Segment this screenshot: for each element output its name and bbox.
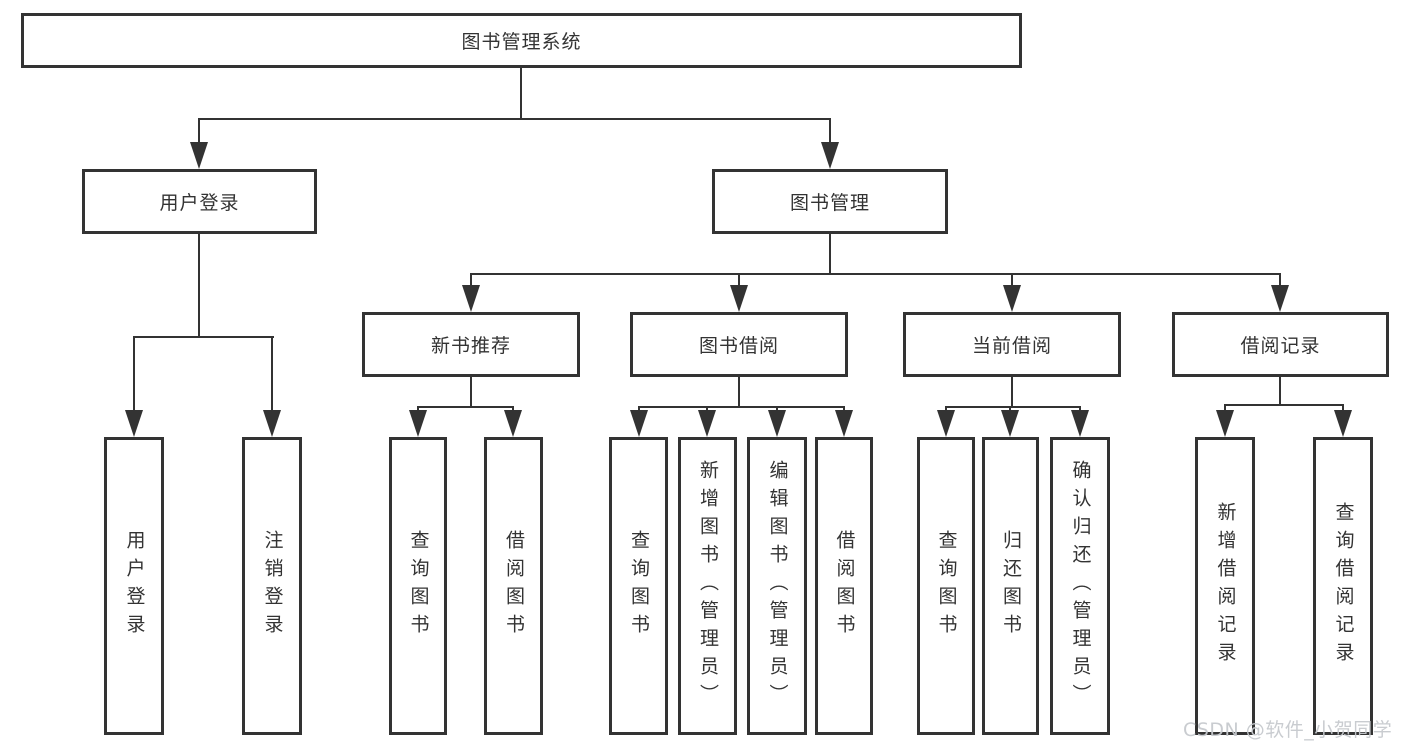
node-label: 查询图书 (935, 530, 958, 642)
node-book-management: 图书管理 (712, 169, 948, 234)
node-label: 归还图书 (999, 530, 1022, 642)
arrow-down-icon (630, 410, 648, 437)
node-label: 借阅图书 (833, 530, 856, 642)
node-current-borrowing: 当前借阅 (903, 312, 1121, 377)
connector-root-bus (198, 118, 831, 120)
connector-stem-borrow-records (1279, 273, 1281, 287)
node-new-book-recommendation: 新书推荐 (362, 312, 580, 377)
node-label: 查询图书 (627, 530, 650, 642)
node-label: 图书借阅 (698, 335, 779, 357)
node-book-borrowing: 图书借阅 (630, 312, 848, 377)
arrow-down-icon (1003, 285, 1021, 312)
node-label: 查询图书 (407, 530, 430, 642)
connector-borrow-records-bus (1224, 404, 1343, 406)
connector-stem-book-borrow (738, 273, 740, 287)
node-label: 新增图书（管理员） (696, 460, 719, 712)
leaf-query-borrow-record: 查询借阅记录 (1313, 437, 1373, 735)
arrow-down-icon (263, 410, 281, 437)
leaf-query-books-borrow: 查询图书 (609, 437, 668, 735)
node-library-management-system: 图书管理系统 (21, 13, 1022, 68)
arrow-down-icon (937, 410, 955, 437)
connector-stem-book-management (829, 118, 831, 146)
connector-level3-bus (470, 273, 1281, 275)
csdn-watermark: CSDN @软件_小贺同学 (1183, 719, 1393, 741)
connector-current-borrow-drop (1011, 376, 1013, 407)
leaf-edit-books-admin: 编辑图书（管理员） (747, 437, 807, 735)
node-label: 新增借阅记录 (1214, 502, 1237, 670)
arrow-down-icon (821, 142, 839, 169)
node-label: 用户登录 (159, 192, 240, 214)
arrow-down-icon (1334, 410, 1352, 437)
connector-user-login-bus (133, 336, 274, 338)
leaf-return-books: 归还图书 (982, 437, 1039, 735)
node-label: 图书管理 (789, 192, 870, 214)
connector-current-borrow-bus (945, 406, 1081, 408)
arrow-down-icon (409, 410, 427, 437)
node-user-login: 用户登录 (82, 169, 317, 234)
node-label: 用户登录 (123, 530, 146, 642)
connector-stem-current-borrow (1011, 273, 1013, 287)
arrow-down-icon (125, 410, 143, 437)
arrow-down-icon (462, 285, 480, 312)
leaf-borrow-books-recommend: 借阅图书 (484, 437, 543, 735)
arrow-down-icon (504, 410, 522, 437)
leaf-query-books-recommend: 查询图书 (389, 437, 447, 735)
connector-borrow-records-drop (1279, 376, 1281, 405)
connector-stem-user-login (198, 118, 200, 146)
leaf-query-books-current: 查询图书 (917, 437, 975, 735)
connector-stem-leaf (271, 336, 273, 412)
leaf-add-books-admin: 新增图书（管理员） (678, 437, 737, 735)
arrow-down-icon (730, 285, 748, 312)
node-label: 确认归还（管理员） (1069, 460, 1092, 712)
node-label: 查询借阅记录 (1332, 502, 1355, 670)
connector-book-borrow-bus (638, 406, 845, 408)
arrow-down-icon (1216, 410, 1234, 437)
arrow-down-icon (768, 410, 786, 437)
connector-root-drop (520, 67, 522, 119)
node-label: 借阅图书 (502, 530, 525, 642)
connector-stem-leaf (1342, 404, 1344, 414)
node-borrowing-records: 借阅记录 (1172, 312, 1389, 377)
arrow-down-icon (835, 410, 853, 437)
leaf-borrow-books: 借阅图书 (815, 437, 873, 735)
arrow-down-icon (1071, 410, 1089, 437)
leaf-add-borrow-record: 新增借阅记录 (1195, 437, 1255, 735)
node-label: 图书管理系统 (461, 31, 582, 53)
node-label: 注销登录 (261, 530, 284, 642)
connector-stem-leaf (133, 336, 135, 412)
leaf-logout: 注销登录 (242, 437, 302, 735)
leaf-user-login: 用户登录 (104, 437, 164, 735)
connector-stem-leaf (1224, 404, 1226, 414)
node-label: 借阅记录 (1240, 335, 1321, 357)
node-label: 新书推荐 (430, 335, 511, 357)
arrow-down-icon (698, 410, 716, 437)
node-label: 编辑图书（管理员） (766, 460, 789, 712)
arrow-down-icon (190, 142, 208, 169)
connector-book-borrow-drop (738, 376, 740, 407)
connector-user-login-drop (198, 232, 200, 337)
arrow-down-icon (1271, 285, 1289, 312)
connector-new-book-bus (417, 406, 514, 408)
connector-book-management-drop (829, 232, 831, 274)
arrow-down-icon (1001, 410, 1019, 437)
leaf-confirm-return-admin: 确认归还（管理员） (1050, 437, 1110, 735)
node-label: 当前借阅 (971, 335, 1052, 357)
connector-new-book-drop (470, 376, 472, 407)
connector-stem-new-book (470, 273, 472, 287)
